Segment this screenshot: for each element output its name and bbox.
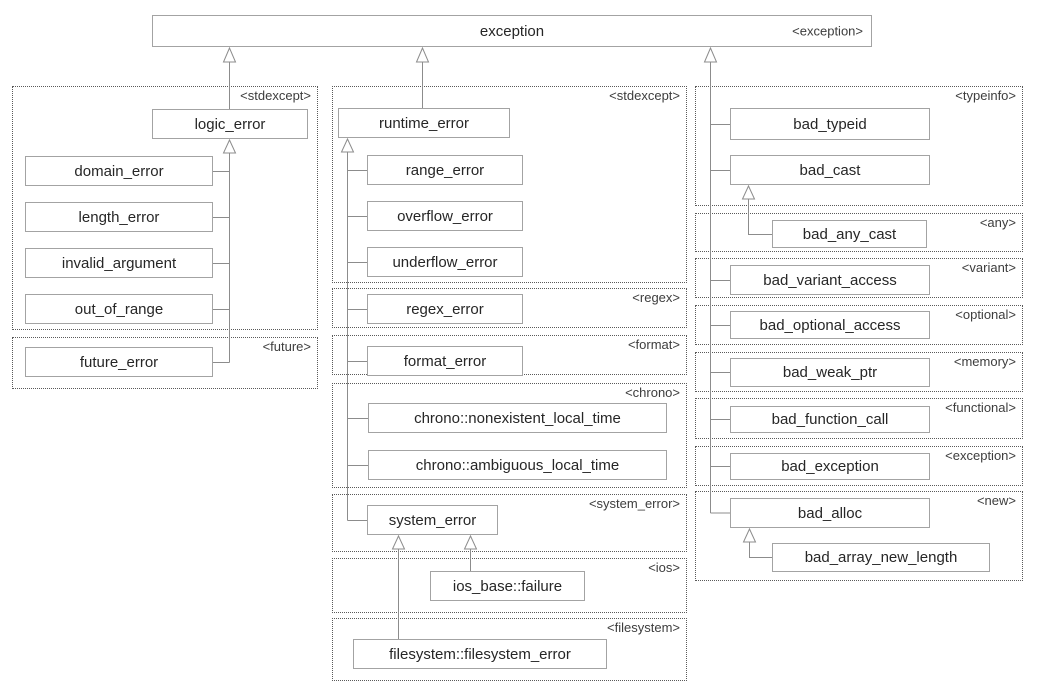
group-header-label: <regex> xyxy=(632,290,680,305)
group-any: <any> xyxy=(695,213,1023,252)
group-header-label: <ios> xyxy=(648,560,680,575)
node-bad-typeid: bad_typeid xyxy=(730,108,930,140)
group-typeinfo: <typeinfo> xyxy=(695,86,1023,206)
group-ios: <ios> xyxy=(332,558,687,613)
node-bad-cast: bad_cast xyxy=(730,155,930,185)
group-variant: <variant> xyxy=(695,258,1023,298)
group-header-label: <functional> xyxy=(945,400,1016,415)
node-bad-any-cast: bad_any_cast xyxy=(772,220,927,248)
node-ios-base-failure: ios_base::failure xyxy=(430,571,585,601)
group-functional: <functional> xyxy=(695,398,1023,439)
inheritance-arrowhead-exception-right xyxy=(703,46,718,63)
node-bad-function-call: bad_function_call xyxy=(730,406,930,433)
group-optional: <optional> xyxy=(695,305,1023,345)
inheritance-arrowhead-exception-left xyxy=(222,46,237,63)
node-chrono-ambiguous-local-time: chrono::ambiguous_local_time xyxy=(368,450,667,480)
group-chrono: <chrono> xyxy=(332,383,687,488)
node-overflow-error: overflow_error xyxy=(367,201,523,231)
group-header-label: <optional> xyxy=(955,307,1016,322)
node-runtime-error: runtime_error xyxy=(338,108,510,138)
group-stdexcept-left: <stdexcept> xyxy=(12,86,318,330)
node-range-error: range_error xyxy=(367,155,523,185)
group-header-label: <variant> xyxy=(961,260,1016,275)
node-logic-error: logic_error xyxy=(152,109,308,139)
group-regex: <regex> xyxy=(332,288,687,328)
node-bad-alloc: bad_alloc xyxy=(730,498,930,528)
node-format-error: format_error xyxy=(367,346,523,376)
node-future-error: future_error xyxy=(25,347,213,377)
group-stdexcept-mid: <stdexcept> xyxy=(332,86,687,283)
inheritance-arrowhead-exception-mid xyxy=(415,46,430,63)
group-header-label: <stdexcept> xyxy=(609,88,680,103)
node-domain-error: domain_error xyxy=(25,156,213,186)
group-memory: <memory> xyxy=(695,352,1023,392)
node-underflow-error: underflow_error xyxy=(367,247,523,277)
group-new: <new> xyxy=(695,491,1023,581)
node-bad-optional-access: bad_optional_access xyxy=(730,311,930,339)
node-chrono-nonexistent-local-time: chrono::nonexistent_local_time xyxy=(368,403,667,433)
node-invalid-argument: invalid_argument xyxy=(25,248,213,278)
group-header-label: <system_error> xyxy=(588,496,680,511)
node-system-error: system_error xyxy=(367,505,498,535)
group-header-label: <any> xyxy=(979,215,1016,230)
group-future: <future> xyxy=(12,337,318,389)
group-filesystem: <filesystem> xyxy=(332,618,687,681)
node-bad-exception: bad_exception xyxy=(730,453,930,480)
group-system-error: <system_error> xyxy=(332,494,687,552)
group-header-label: <filesystem> xyxy=(607,620,680,635)
node-bad-array-new-length: bad_array_new_length xyxy=(772,543,990,572)
group-header-label: <memory> xyxy=(953,354,1016,369)
header-label-exception: <exception> xyxy=(792,23,863,39)
node-bad-weak-ptr: bad_weak_ptr xyxy=(730,358,930,387)
node-regex-error: regex_error xyxy=(367,294,523,324)
node-length-error: length_error xyxy=(25,202,213,232)
node-filesystem-filesystem-error: filesystem::filesystem_error xyxy=(353,639,607,669)
node-bad-variant-access: bad_variant_access xyxy=(730,265,930,295)
node-exception: exception <exception> xyxy=(152,15,872,47)
group-header-label: <format> xyxy=(627,337,680,352)
group-header-label: <new> xyxy=(976,493,1016,508)
group-exception-header: <exception> xyxy=(695,446,1023,486)
group-header-label: <typeinfo> xyxy=(955,88,1016,103)
node-label: exception xyxy=(479,22,545,40)
group-header-label: <stdexcept> xyxy=(240,88,311,103)
group-header-label: <exception> xyxy=(945,448,1016,463)
group-header-label: <chrono> xyxy=(625,385,680,400)
node-out-of-range: out_of_range xyxy=(25,294,213,324)
group-header-label: <future> xyxy=(262,339,311,354)
